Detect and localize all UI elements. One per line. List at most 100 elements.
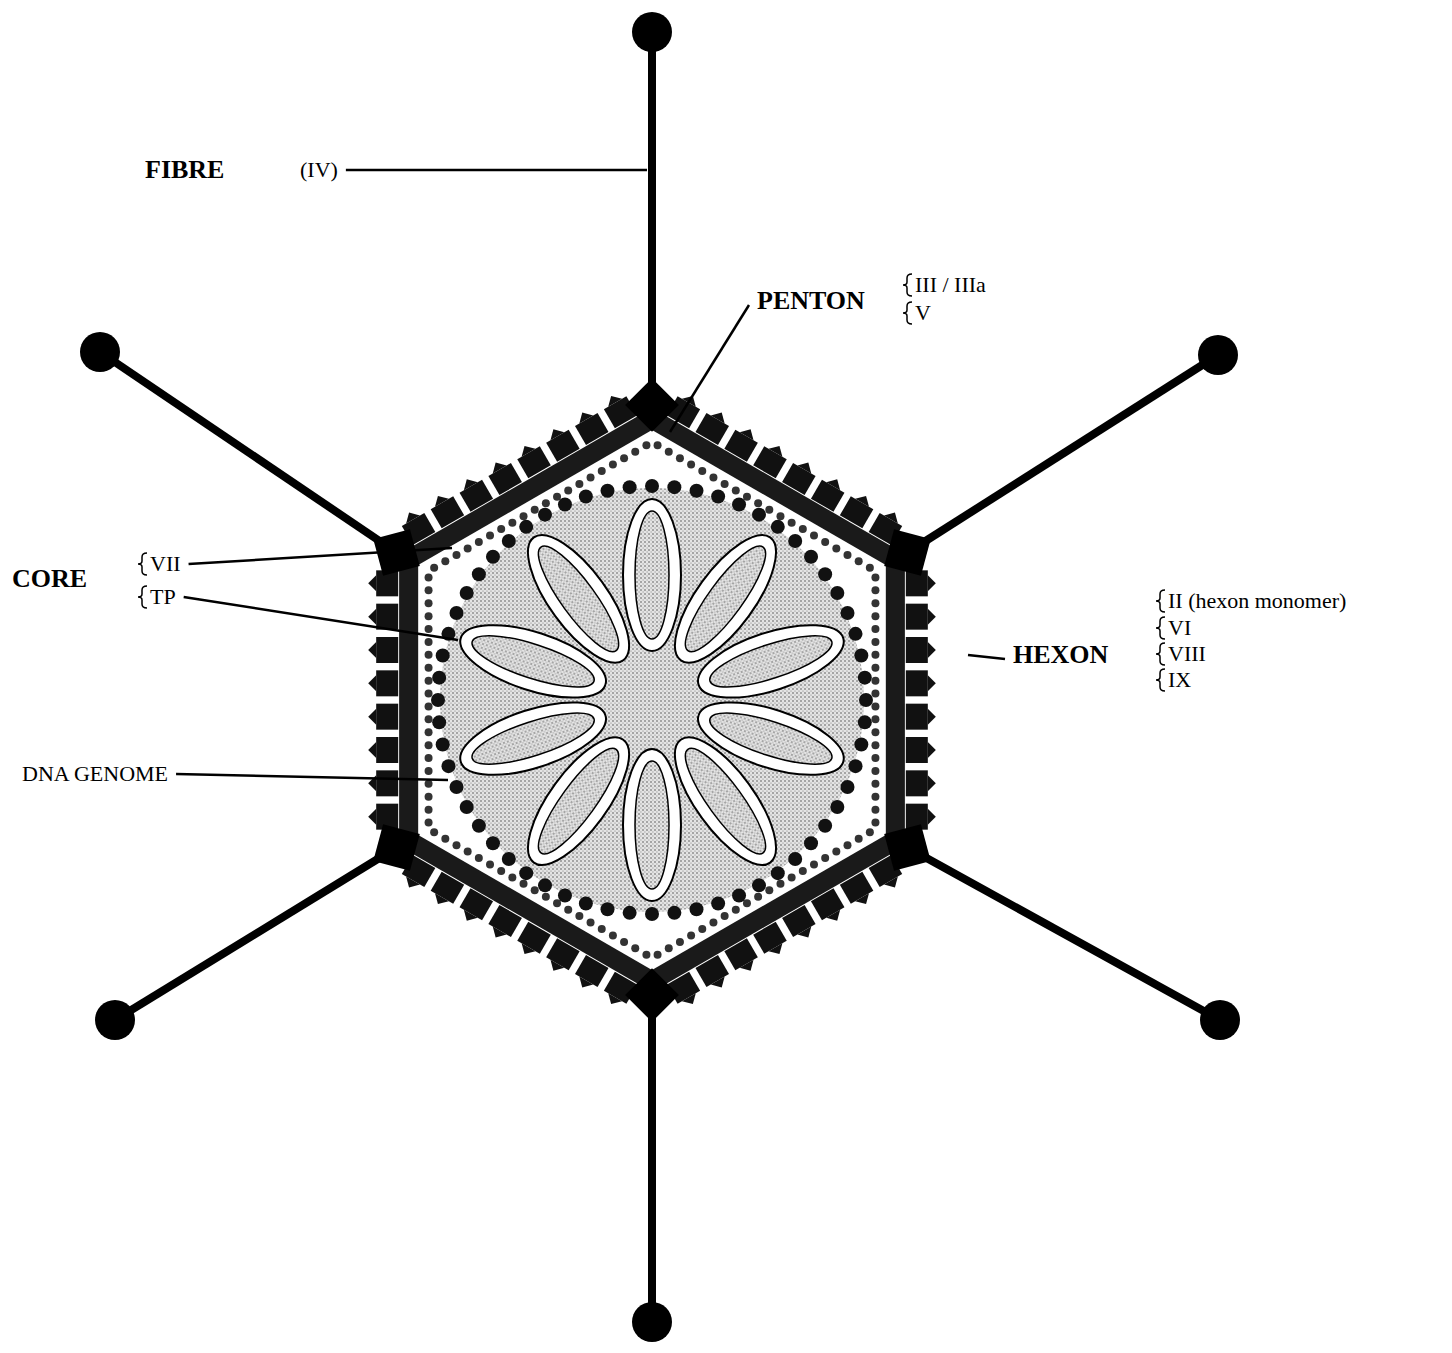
- core-protein-dot: [450, 606, 464, 620]
- inner-protein-dot: [542, 893, 550, 901]
- inner-protein-dot: [871, 819, 879, 827]
- hexon-block: [368, 637, 398, 663]
- protein-number: V: [915, 302, 931, 324]
- core-protein-dot: [472, 567, 486, 581]
- inner-protein-dot: [871, 690, 879, 698]
- hexon-block: [368, 670, 398, 696]
- hexon-block: [542, 423, 580, 462]
- inner-protein-dot: [542, 499, 550, 507]
- inner-protein-dot: [430, 564, 438, 572]
- core-protein-dot: [788, 534, 802, 548]
- core-protein-dot: [854, 737, 868, 751]
- fibre-shaft: [907, 355, 1218, 553]
- inner-protein-dot: [425, 573, 433, 581]
- hexon-block: [571, 406, 609, 445]
- penton-block: [625, 968, 679, 1022]
- core-protein-dot: [804, 836, 818, 850]
- inner-protein-dot: [486, 860, 494, 868]
- part-name: HEXON: [1013, 642, 1108, 668]
- leader-line: [968, 655, 1005, 659]
- inner-protein-dot: [425, 702, 433, 710]
- inner-protein-dot: [441, 835, 449, 843]
- protein-number: IX: [1168, 669, 1191, 691]
- hexon-block: [906, 604, 936, 630]
- core-protein-dot: [645, 479, 659, 493]
- inner-protein-dot: [788, 873, 796, 881]
- hexon-block: [456, 473, 494, 512]
- core-protein-dot: [519, 520, 533, 534]
- inner-protein-dot: [425, 819, 433, 827]
- inner-protein-dot: [654, 951, 662, 959]
- hexon-block: [368, 770, 398, 796]
- inner-protein-dot: [871, 728, 879, 736]
- core-protein-dot: [441, 759, 455, 773]
- inner-protein-dot: [464, 544, 472, 552]
- inner-protein-dot: [425, 651, 433, 659]
- protein-number: VI: [1168, 617, 1191, 639]
- fibre-shaft: [115, 848, 397, 1021]
- fibre-knob: [632, 1302, 672, 1342]
- inner-protein-dot: [531, 506, 539, 514]
- inner-protein-dot: [486, 532, 494, 540]
- inner-protein-dot: [531, 886, 539, 894]
- core-protein-dot: [689, 484, 703, 498]
- inner-protein-dot: [855, 835, 863, 843]
- inner-protein-dot: [799, 867, 807, 875]
- inner-protein-dot: [620, 938, 628, 946]
- inner-protein-dot: [844, 551, 852, 559]
- hexon-block: [811, 473, 849, 512]
- inner-protein-dot: [821, 538, 829, 546]
- inner-protein-dot: [464, 848, 472, 856]
- leader-line: [184, 597, 458, 640]
- inner-protein-dot: [832, 544, 840, 552]
- inner-protein-dot: [871, 780, 879, 788]
- inner-protein-dot: [425, 767, 433, 775]
- core-protein-dot: [818, 567, 832, 581]
- inner-protein-dot: [654, 441, 662, 449]
- inner-protein-dot: [425, 677, 433, 685]
- hexon-block: [456, 888, 494, 927]
- hexon-block: [571, 955, 609, 994]
- inner-protein-dot: [425, 638, 433, 646]
- inner-protein-dot: [754, 893, 762, 901]
- inner-protein-dot: [732, 486, 740, 494]
- inner-protein-dot: [776, 512, 784, 520]
- inner-protein-dot: [709, 919, 717, 927]
- inner-protein-dot: [598, 925, 606, 933]
- fibre-shaft: [907, 848, 1220, 1021]
- core-fill: [440, 488, 864, 912]
- inner-protein-dot: [598, 467, 606, 475]
- inner-protein-dot: [553, 899, 561, 907]
- inner-protein-dot: [832, 848, 840, 856]
- inner-protein-dot: [871, 702, 879, 710]
- inner-protein-dot: [698, 925, 706, 933]
- penton-block: [884, 529, 931, 576]
- inner-protein-dot: [776, 880, 784, 888]
- core-protein-dot: [502, 852, 516, 866]
- hexon-block: [724, 938, 762, 977]
- hexon-block: [753, 922, 791, 961]
- core-protein-dot: [502, 534, 516, 548]
- core-protein-dot: [840, 780, 854, 794]
- hexon-block: [906, 670, 936, 696]
- brace-mark: [1156, 617, 1165, 639]
- hexon-block: [513, 439, 551, 478]
- inner-protein-dot: [866, 828, 874, 836]
- hexon-block: [782, 905, 820, 944]
- core-protein-dot: [732, 888, 746, 902]
- inner-protein-dot: [425, 793, 433, 801]
- inner-protein-dot: [452, 841, 460, 849]
- inner-protein-dot: [743, 899, 751, 907]
- leader-line: [189, 548, 452, 564]
- core-protein-dot: [830, 586, 844, 600]
- inner-protein-dot: [452, 551, 460, 559]
- core-protein-dot: [450, 780, 464, 794]
- core-protein-dot: [601, 902, 615, 916]
- inner-protein-dot: [871, 612, 879, 620]
- inner-protein-dot: [425, 728, 433, 736]
- brace-mark: [1156, 590, 1165, 612]
- inner-protein-dot: [425, 599, 433, 607]
- dna-loop: [452, 688, 614, 790]
